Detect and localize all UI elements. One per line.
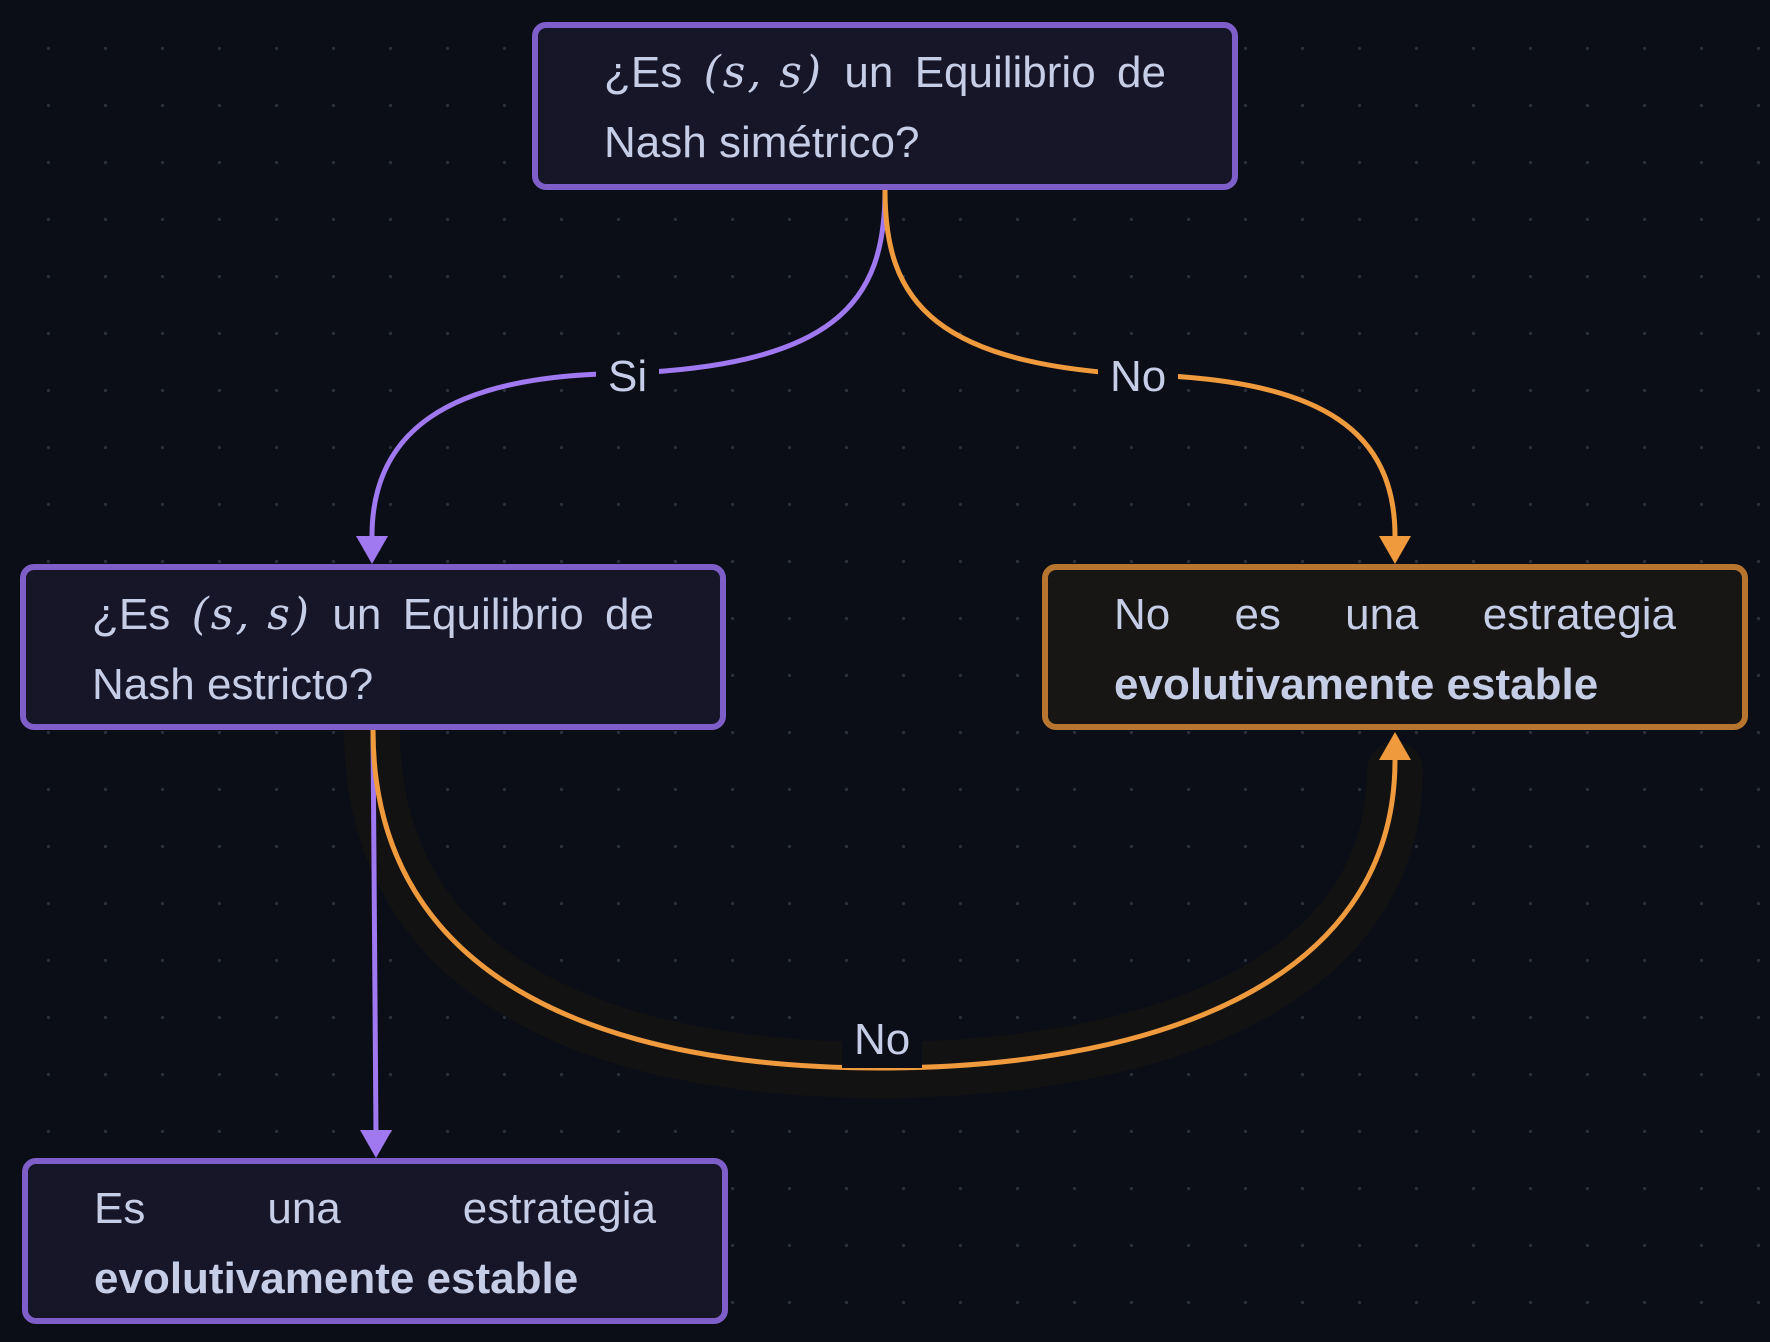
edge-strict-yes — [370, 729, 379, 1137]
edge-no-bottom — [370, 729, 1398, 1071]
node-symmetric-nash-question[interactable]: ¿Es (s, s) un Equilibrio de Nash simétri… — [532, 22, 1238, 190]
node-text: Nash simétrico? — [604, 118, 920, 167]
word: un — [844, 48, 894, 97]
node-text: Nash estricto? — [92, 660, 374, 709]
word: Equilibrio — [914, 48, 1096, 97]
edge-yes-arrowhead — [356, 536, 388, 564]
node-strict-nash-question[interactable]: ¿Es (s, s) un Equilibrio de Nash estrict… — [20, 564, 726, 730]
node-ess[interactable]: Es una estrategia evolutivamente estable — [22, 1158, 728, 1324]
math-pair: (s, s) — [703, 47, 824, 98]
node-line-2: Nash estricto? — [92, 650, 654, 720]
edge-label-no-top: No — [1098, 349, 1179, 405]
word: de — [1117, 48, 1166, 97]
word: Equilibrio — [402, 590, 584, 639]
word: ¿Es — [604, 48, 683, 97]
node-line-2: Nash simétrico? — [604, 108, 1166, 178]
word: una — [267, 1184, 341, 1233]
edge-no-bottom-arrowhead — [1379, 732, 1411, 760]
word: ¿Es — [92, 590, 171, 639]
word: una — [1345, 590, 1419, 639]
node-bold-text: evolutivamente estable — [94, 1254, 579, 1303]
edge-strict-yes-arrowhead — [360, 1130, 392, 1158]
edge-no-top-arrowhead — [1379, 536, 1411, 564]
node-not-ess[interactable]: No es una estrategia evolutivamente esta… — [1042, 564, 1748, 730]
word: No — [1114, 590, 1171, 639]
node-line-1: No es una estrategia — [1114, 580, 1676, 650]
math-pair: (s, s) — [191, 589, 312, 640]
edge-label-no-bottom: No — [842, 1012, 923, 1068]
node-line-1: Es una estrategia — [94, 1174, 656, 1244]
node-bold-text: evolutivamente estable — [1114, 660, 1599, 709]
edge-label-yes: Si — [596, 349, 660, 405]
word: estrategia — [462, 1184, 656, 1233]
word: de — [605, 590, 654, 639]
node-line-1: ¿Es (s, s) un Equilibrio de — [604, 38, 1166, 108]
word: Es — [94, 1184, 146, 1233]
word: un — [332, 590, 382, 639]
word: es — [1234, 590, 1281, 639]
node-line-1: ¿Es (s, s) un Equilibrio de — [92, 580, 654, 650]
word: estrategia — [1482, 590, 1676, 639]
